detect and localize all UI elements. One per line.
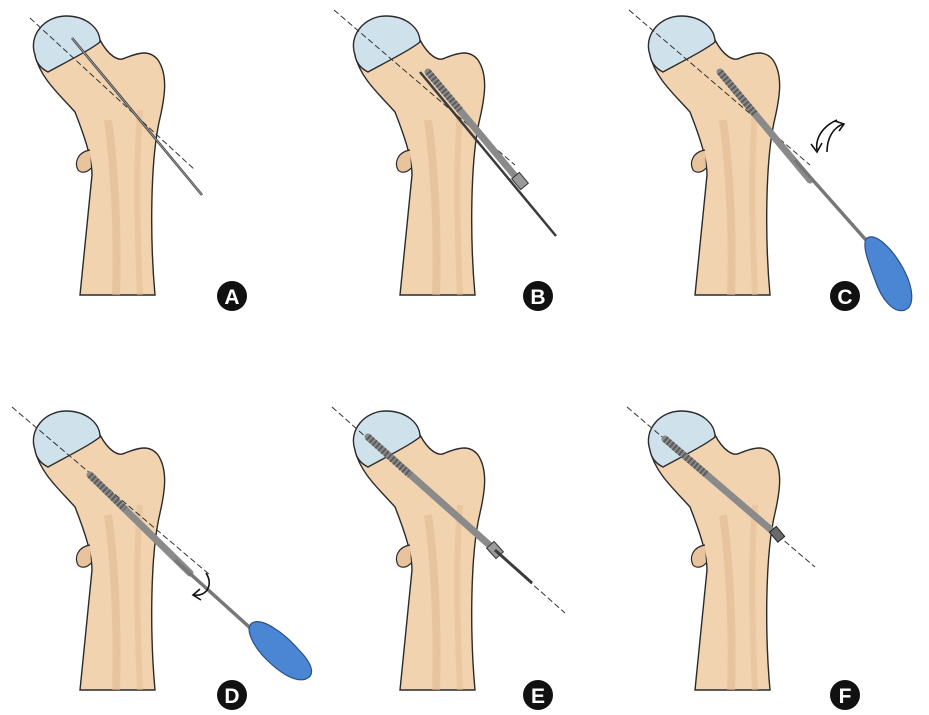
badge-f: F: [830, 680, 860, 710]
badge-label: F: [839, 685, 852, 708]
badge-d: D: [217, 680, 247, 710]
panel-e: E: [332, 407, 565, 710]
badge-label: E: [531, 685, 545, 708]
screwdriver-shaft: [795, 160, 873, 248]
badge-label: C: [837, 286, 852, 309]
badge-c: C: [830, 281, 860, 311]
screwdriver-handle: [865, 237, 912, 311]
panel-c: C: [629, 10, 912, 311]
panel-a: A: [30, 16, 247, 311]
badge-e: E: [523, 680, 553, 710]
badge-label: B: [530, 286, 545, 309]
badge-b: B: [523, 281, 553, 311]
panel-d: D: [12, 407, 312, 710]
screwdriver-shaft: [175, 560, 258, 635]
panel-f: F: [627, 407, 860, 710]
guide-wire: [495, 550, 532, 583]
badge-a: A: [217, 281, 247, 311]
screwdriver-handle: [249, 622, 311, 680]
curved-double-arrow-icon: [811, 120, 844, 152]
badge-label: D: [224, 685, 239, 708]
panel-b: B: [334, 10, 556, 311]
badge-label: A: [224, 286, 239, 309]
